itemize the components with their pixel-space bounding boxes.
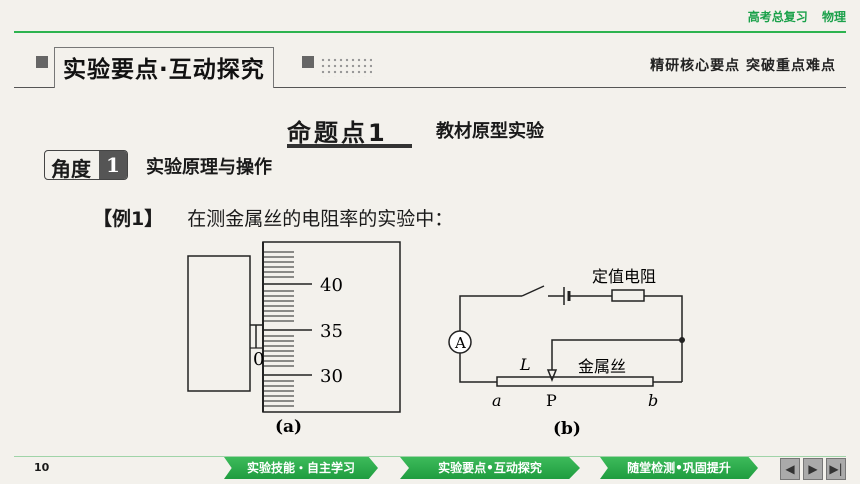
micrometer-figure: 40 35 30 0 (a) [187,241,401,437]
tick-label-30: 30 [320,366,343,387]
header-divider [14,31,846,33]
header-label: 高考总复习 物理 [738,8,846,25]
last-page-button[interactable]: ▶| [826,458,846,480]
course-label: 高考总复习 [747,10,808,24]
tab-key-points[interactable]: 实验要点•互动探究 [400,457,580,479]
circuit-figure: A 定值电阻 金属丝 L a P b (b) [448,267,685,439]
point-p-label: P [546,391,557,410]
square-bullet-icon [302,56,314,68]
angle-number: 1 [99,151,127,179]
point-b-label: b [648,391,658,410]
proposition-title: 命题点1 [287,119,388,147]
dots-decoration [320,57,372,77]
tick-marks [263,251,312,407]
length-label: L [519,355,531,374]
metal-wire [496,376,654,387]
caption-a: (a) [275,417,302,437]
resistor-label: 定值电阻 [592,267,656,286]
tick-label-40: 40 [320,275,343,296]
example-line: 【例1】 在测金属丝的电阻率的实验中： [93,204,453,231]
micrometer-frame [187,255,251,392]
ammeter-label: A [454,334,466,352]
section-subtitle: 精研核心要点 突破重点难点 [650,58,836,74]
slider-p [546,369,558,383]
point-a-label: a [492,391,502,410]
example-text: 在测金属丝的电阻率的实验中： [187,208,454,230]
section-header: 实验要点·互动探究 精研核心要点 突破重点难点 [14,47,846,88]
next-page-button[interactable]: ▶ [803,458,823,480]
angle-label: 角度 [51,157,91,181]
fixed-resistor [611,289,645,302]
tab-practice[interactable]: 随堂检测•巩固提升 [600,457,758,479]
wire-label: 金属丝 [578,357,626,376]
prev-page-button[interactable]: ◀ [780,458,800,480]
title-underline [287,144,412,148]
caption-b: (b) [553,419,581,439]
angle-title: 实验原理与操作 [146,157,272,178]
subject-label: 物理 [821,10,846,24]
footer-bar: 10 实验技能・自主学习 实验要点•互动探究 随堂检测•巩固提升 ◀ ▶ ▶| [0,452,860,484]
section-title: 实验要点·互动探究 [54,47,274,88]
square-bullet-icon [36,56,48,68]
switch [521,285,545,297]
angle-badge: 角度 1 [44,150,128,181]
page-number: 10 [34,461,50,474]
zero-label: 0 [253,349,264,370]
ammeter [448,330,472,354]
tab-skills[interactable]: 实验技能・自主学习 [224,457,378,479]
tick-label-35: 35 [320,321,343,342]
footer-divider [14,456,846,457]
example-tag: 【例1】 [93,208,164,230]
proposition-subtitle: 教材原型实验 [436,121,544,142]
